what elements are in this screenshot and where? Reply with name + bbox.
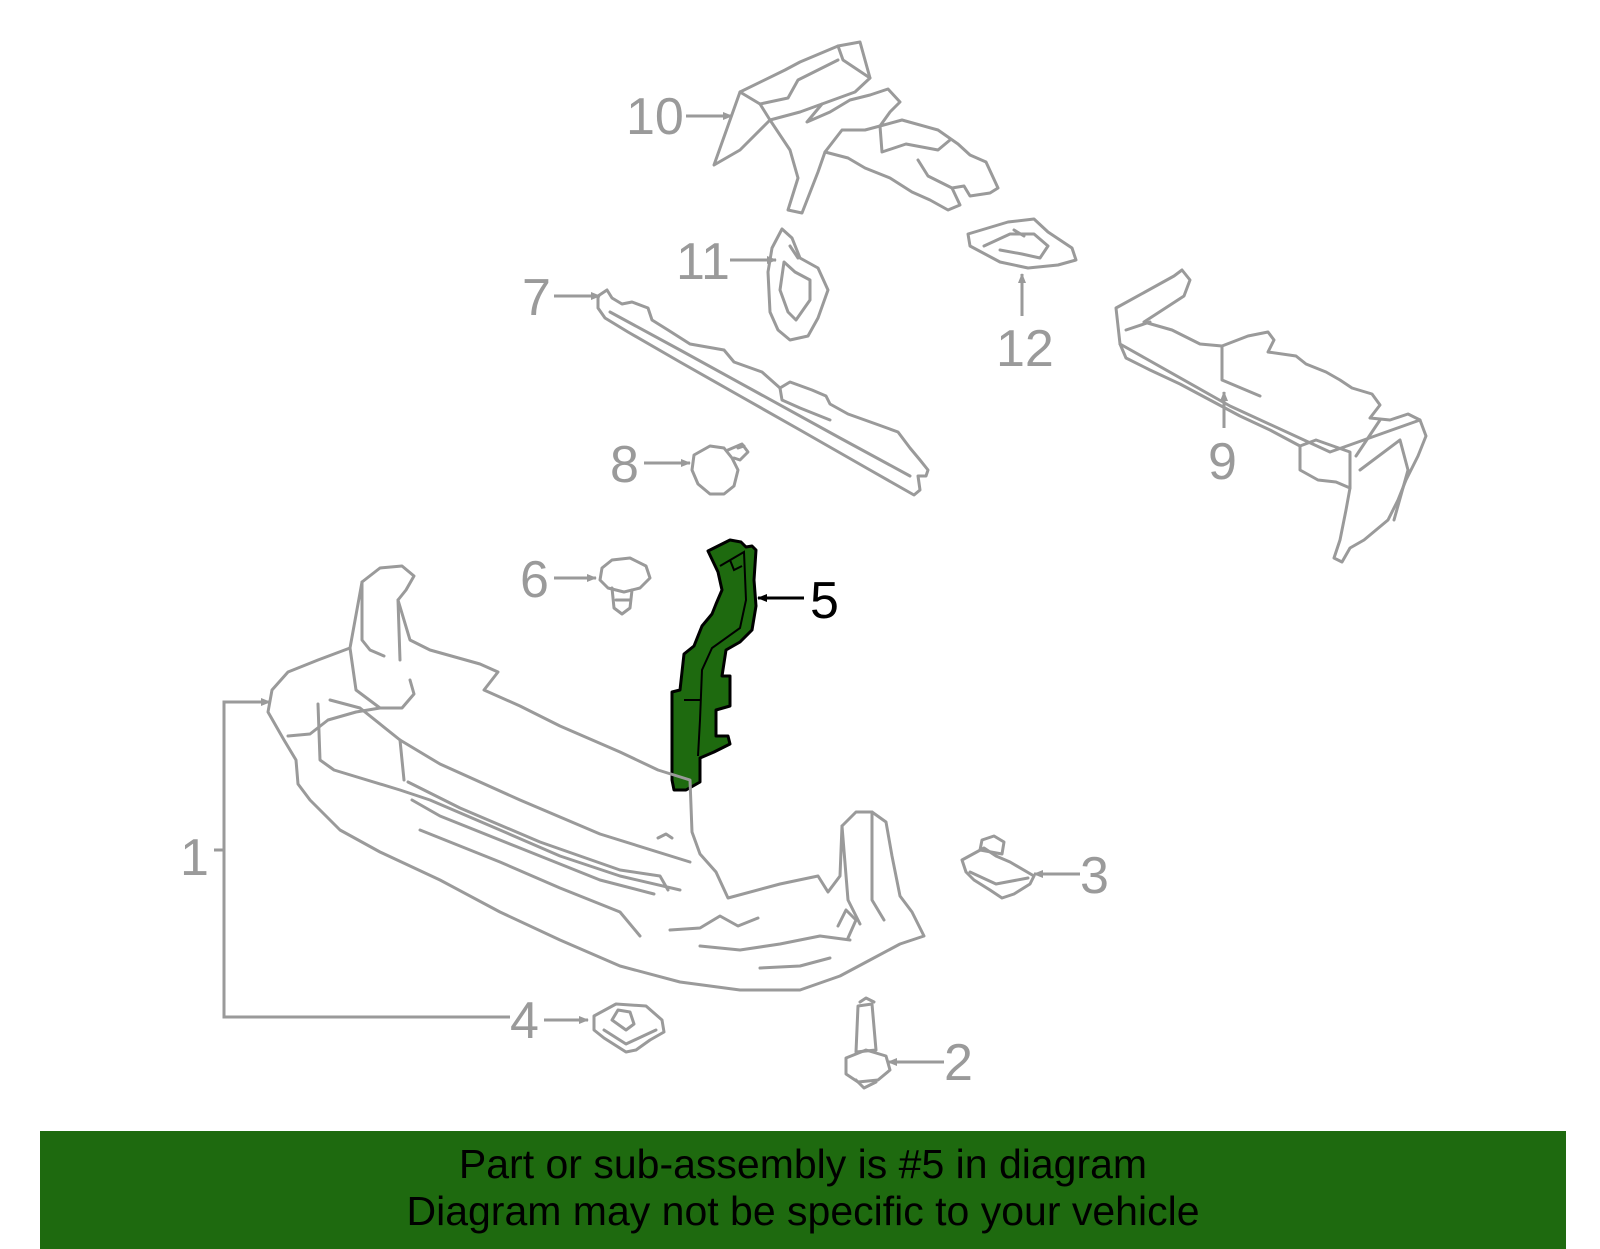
- callout-3: 3: [1080, 847, 1109, 905]
- info-banner: Part or sub-assembly is #5 in diagram Di…: [40, 1131, 1566, 1249]
- callout-1: 1: [180, 829, 209, 887]
- callout-12: 12: [996, 320, 1054, 378]
- callout-9: 9: [1208, 433, 1237, 491]
- leader-1: [222, 698, 271, 850]
- part-11-shape: [766, 227, 830, 342]
- callout-6: 6: [520, 551, 549, 609]
- part-8-shape: [690, 442, 750, 496]
- part-12-shape: [966, 217, 1078, 270]
- callout-11: 11: [676, 233, 730, 291]
- part-3-shape: [960, 834, 1036, 900]
- callout-5: 5: [810, 572, 839, 630]
- banner-line-disclaimer: Diagram may not be specific to your vehi…: [406, 1188, 1200, 1234]
- callout-4: 4: [510, 992, 539, 1050]
- callout-8: 8: [610, 436, 639, 494]
- part-9-shape: [1114, 268, 1428, 564]
- part-4-shape: [592, 1002, 666, 1054]
- part-6-shape: [598, 556, 652, 616]
- callout-2: 2: [944, 1034, 973, 1092]
- part-5-shape: [670, 538, 758, 792]
- banner-line-part: Part or sub-assembly is #5 in diagram: [458, 1141, 1148, 1187]
- callout-7: 7: [522, 269, 551, 327]
- part-7-shape: [596, 288, 930, 497]
- leader-1-bracket: [214, 848, 510, 1019]
- part-2-shape: [844, 996, 892, 1090]
- part-10-shape: [712, 40, 1000, 215]
- callout-10: 10: [626, 88, 684, 146]
- part-1-shape: [266, 564, 926, 992]
